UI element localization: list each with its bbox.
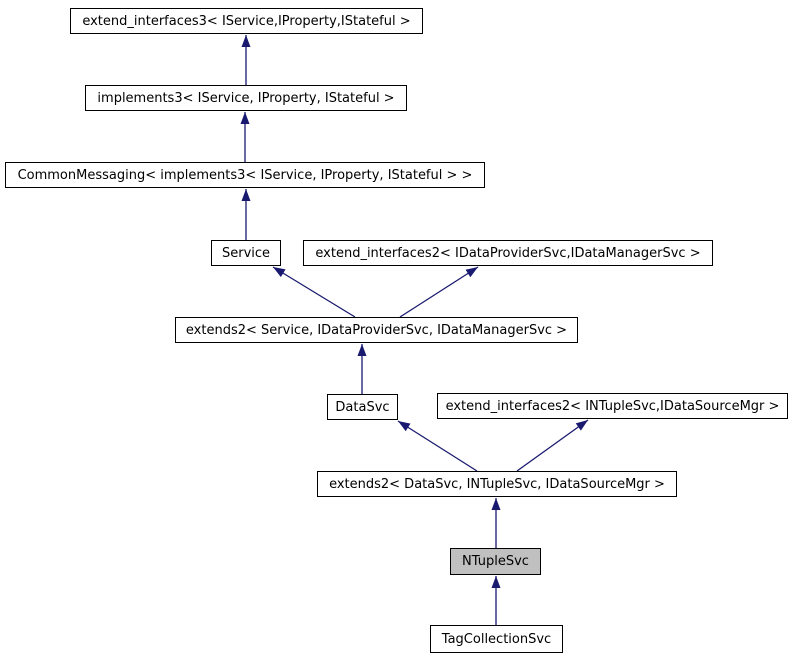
edge-extends2-service-to-extend-interfaces2-data xyxy=(399,266,479,318)
node-extend-interfaces2-ntuple[interactable]: extend_interfaces2< INTupleSvc,IDataSour… xyxy=(437,393,788,419)
node-extend-interfaces2-data[interactable]: extend_interfaces2< IDataProviderSvc,IDa… xyxy=(303,240,713,266)
edge-extends2-datasvc-to-datasvc xyxy=(397,420,478,472)
node-common-messaging[interactable]: CommonMessaging< implements3< IService, … xyxy=(5,162,485,188)
node-extends2-service[interactable]: extends2< Service, IDataProviderSvc, IDa… xyxy=(175,317,578,343)
edge-extends2-service-to-service xyxy=(272,266,356,318)
edge-extends2-datasvc-to-extend-interfaces2-ntuple xyxy=(516,419,589,472)
node-datasvc[interactable]: DataSvc xyxy=(327,394,398,420)
node-tagcollectionsvc[interactable]: TagCollectionSvc xyxy=(430,625,563,653)
node-service[interactable]: Service xyxy=(211,240,281,266)
node-extend-interfaces3[interactable]: extend_interfaces3< IService,IProperty,I… xyxy=(70,8,423,34)
node-ntuplesvc: NTupleSvc xyxy=(450,548,541,575)
node-extends2-datasvc[interactable]: extends2< DataSvc, INTupleSvc, IDataSour… xyxy=(317,471,677,497)
node-implements3[interactable]: implements3< IService, IProperty, IState… xyxy=(85,85,407,111)
